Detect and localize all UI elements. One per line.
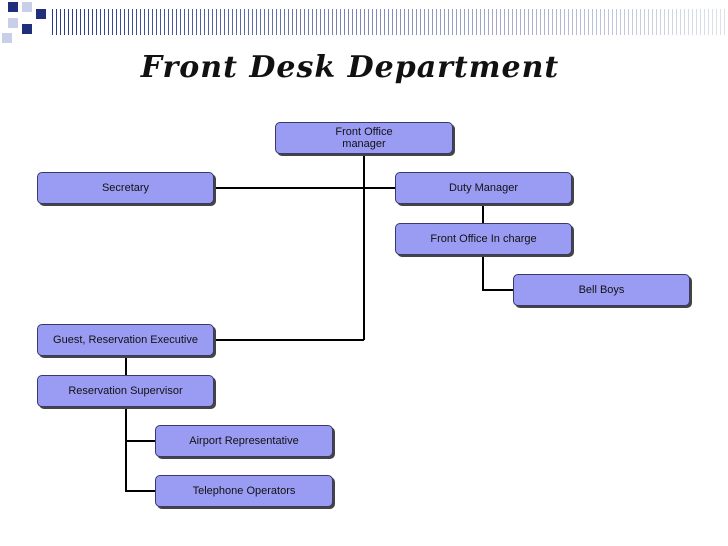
- decor-square: [2, 33, 12, 43]
- decor-square: [22, 2, 32, 12]
- connector-incharge-bellboys: [482, 255, 513, 291]
- connector-supervisor-telephone: [125, 407, 155, 492]
- node-front-office-in-charge: Front Office In charge: [395, 223, 572, 255]
- decor-square: [8, 2, 18, 12]
- node-secretary: Secretary: [37, 172, 214, 204]
- node-guest-reservation-executive: Guest, Reservation Executive: [37, 324, 214, 356]
- slide-title: Front Desk Department: [140, 50, 560, 85]
- corner-decoration: [0, 0, 50, 46]
- node-airport-representative: Airport Representative: [155, 425, 333, 457]
- node-duty-manager: Duty Manager: [395, 172, 572, 204]
- header-stripe-band: [52, 9, 728, 35]
- node-telephone-operators: Telephone Operators: [155, 475, 333, 507]
- decor-square: [22, 24, 32, 34]
- decor-square: [8, 18, 18, 28]
- node-bell-boys: Bell Boys: [513, 274, 690, 306]
- decor-square: [36, 9, 46, 19]
- node-front-office-manager: Front Office manager: [275, 122, 453, 154]
- node-reservation-supervisor: Reservation Supervisor: [37, 375, 214, 407]
